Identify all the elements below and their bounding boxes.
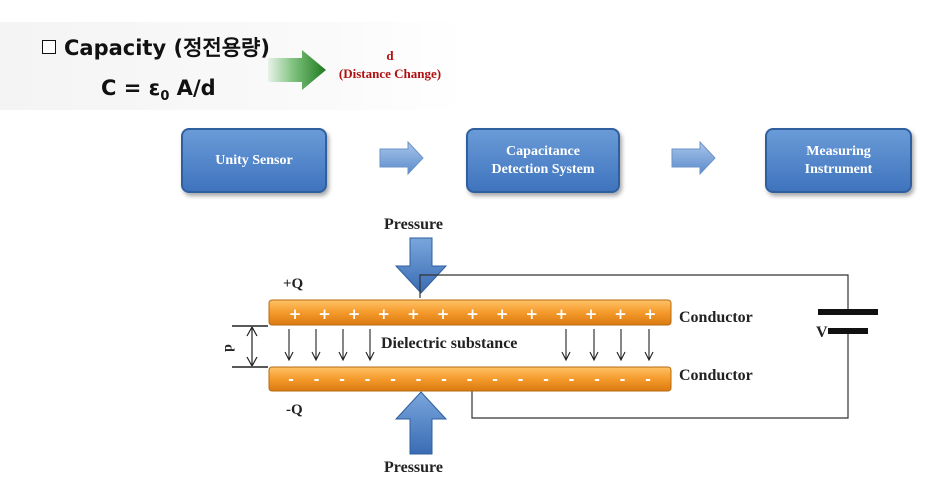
minus-sign: -: [288, 372, 294, 388]
plus-sign: +: [289, 305, 302, 323]
heading-text: Capacity (정전용량): [64, 36, 270, 60]
field-arrow-icon: [589, 329, 599, 362]
minus-sign: -: [620, 372, 626, 388]
instrument-label-line2: Instrument: [804, 161, 873, 177]
instrument-label-line1: Measuring: [806, 143, 871, 159]
flow-arrow-2-icon: [671, 140, 716, 176]
measuring-instrument-box: Measuring Instrument: [765, 128, 912, 193]
dielectric-label: Dielectric substance: [381, 335, 518, 352]
field-arrow-icon: [365, 329, 375, 362]
positive-charge-label: +Q: [283, 276, 304, 292]
gap-arrowhead-bottom-icon: [246, 356, 258, 367]
field-arrow-icon: [311, 329, 321, 362]
formula-main: C = ε: [101, 76, 161, 100]
detection-label-line2: Detection System: [491, 161, 595, 177]
pressure-bottom-label: Pressure: [384, 459, 443, 476]
field-arrow-icon: [338, 329, 348, 362]
battery-short-plate: [828, 328, 868, 334]
plus-sign: +: [318, 305, 331, 323]
minus-sign: -: [390, 372, 396, 388]
title-band: [0, 22, 465, 110]
unity-sensor-box: Unity Sensor: [181, 128, 327, 193]
capacitance-formula: C = ε0 A/d: [101, 76, 216, 104]
minus-sign: -: [467, 372, 473, 388]
minus-sign: -: [339, 372, 345, 388]
plus-sign: +: [407, 305, 420, 323]
plus-sign: +: [348, 305, 361, 323]
section-heading: Capacity (정전용량): [42, 32, 270, 62]
negative-charge-label: -Q: [286, 402, 303, 418]
minus-sign: -: [518, 372, 524, 388]
pressure-down-arrow-icon: [394, 237, 448, 294]
pressure-top-label: Pressure: [384, 216, 443, 233]
minus-sign: -: [365, 372, 371, 388]
field-arrow-icon: [644, 329, 654, 362]
top-conductor-label: Conductor: [679, 309, 753, 326]
plus-sign: +: [585, 305, 598, 323]
distance-symbol: d: [386, 48, 394, 63]
plus-sign-row: + + + + + + + + + + + + +: [289, 305, 657, 323]
plus-sign: +: [496, 305, 509, 323]
minus-sign: -: [441, 372, 447, 388]
plus-sign: +: [555, 305, 568, 323]
flow-arrow-1-icon: [379, 140, 424, 176]
circuit-wire-lower: [471, 334, 849, 419]
checkbox-bullet-icon: [42, 40, 56, 54]
pressure-up-arrow-icon: [394, 391, 448, 455]
plus-sign: +: [466, 305, 479, 323]
distance-change-caption: (Distance Change): [338, 66, 442, 81]
plus-sign: +: [378, 305, 391, 323]
formula-rest: A/d: [169, 76, 216, 100]
bottom-conductor-label: Conductor: [679, 367, 753, 384]
detection-label-line1: Capacitance: [506, 143, 580, 159]
minus-sign: -: [569, 372, 575, 388]
plus-sign: +: [526, 305, 539, 323]
plus-sign: +: [614, 305, 627, 323]
unity-sensor-label: Unity Sensor: [215, 152, 293, 168]
minus-sign: -: [492, 372, 498, 388]
circuit-wire: [419, 274, 849, 309]
minus-sign: -: [314, 372, 320, 388]
capacitance-detection-box: Capacitance Detection System: [466, 128, 620, 193]
field-arrow-icon: [284, 329, 294, 362]
distance-change-arrow-icon: [268, 50, 326, 90]
minus-sign: -: [645, 372, 651, 388]
gap-label: d: [221, 344, 236, 352]
voltage-label: V: [816, 324, 828, 341]
gap-arrowhead-top-icon: [246, 326, 258, 337]
field-arrows: [284, 329, 654, 362]
minus-sign: -: [416, 372, 422, 388]
formula-subscript: 0: [160, 89, 170, 105]
top-conductor-plate: [268, 299, 672, 326]
field-arrow-icon: [561, 329, 571, 362]
battery-long-plate: [818, 309, 878, 315]
minus-sign: -: [594, 372, 600, 388]
minus-sign-row: ---------------: [288, 372, 651, 388]
bottom-conductor-plate: [268, 366, 672, 392]
plus-sign: +: [644, 305, 657, 323]
plus-sign: +: [437, 305, 450, 323]
minus-sign: -: [543, 372, 549, 388]
field-arrow-icon: [616, 329, 626, 362]
